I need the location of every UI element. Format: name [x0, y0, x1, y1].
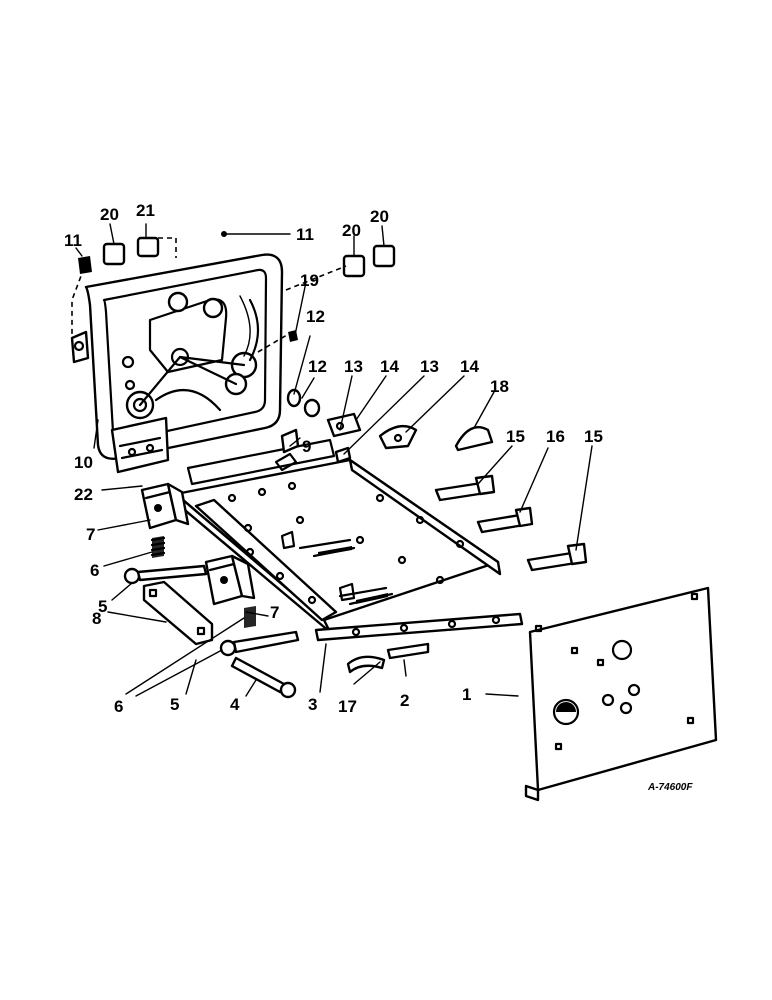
callout-17: 17 [338, 697, 357, 716]
callout-21: 21 [136, 201, 155, 220]
rail-parts [434, 474, 588, 572]
callout-20-left: 20 [100, 205, 119, 224]
callout-16: 16 [546, 427, 565, 446]
clip-part [346, 655, 386, 674]
bolt [230, 656, 297, 699]
callout-3: 3 [308, 695, 317, 714]
rod-upper [123, 564, 208, 585]
housing-frame [70, 253, 284, 474]
callout-22: 22 [74, 485, 93, 504]
callout-labels: 1 2 3 4 5 5 6 6 7 7 8 9 10 11 11 12 12 1… [64, 201, 603, 716]
callout-7-upper: 7 [86, 525, 95, 544]
callout-6-upper: 6 [90, 561, 99, 580]
callout-11-top: 11 [296, 225, 314, 244]
bushings [78, 231, 396, 342]
callout-15-lower: 15 [584, 427, 603, 446]
callout-20-mid: 20 [342, 221, 361, 240]
base-plate [174, 438, 502, 634]
callout-7-lower: 7 [270, 603, 279, 622]
callout-6-lower: 6 [114, 697, 123, 716]
callout-1: 1 [462, 685, 471, 704]
side-panel [524, 586, 718, 802]
leader-lines [75, 223, 593, 697]
callout-2: 2 [400, 691, 409, 710]
spring-upper [150, 536, 166, 558]
callout-19: 19 [300, 271, 319, 290]
callout-13-right: 13 [420, 357, 439, 376]
callout-9: 9 [302, 437, 311, 456]
spring-lower [244, 606, 256, 628]
callout-5-upper: 5 [98, 597, 107, 616]
callout-13-left: 13 [344, 357, 363, 376]
drawing-code: A-74600F [647, 782, 693, 793]
bracket-upper [140, 482, 190, 530]
link-bracket [142, 580, 214, 646]
assembly-lines [71, 237, 347, 353]
strip [314, 612, 524, 660]
callout-11-left: 11 [64, 231, 82, 250]
callout-15-upper: 15 [506, 427, 525, 446]
callout-14-left: 14 [380, 357, 399, 376]
callout-12-upper: 12 [306, 307, 325, 326]
callout-14-right: 14 [460, 357, 479, 376]
callout-5-lower: 5 [170, 695, 179, 714]
callout-8: 8 [92, 609, 101, 628]
small-parts [274, 388, 418, 472]
bracket-lower [204, 554, 256, 606]
callout-10: 10 [74, 453, 93, 472]
callout-4: 4 [230, 695, 240, 714]
callout-18: 18 [490, 377, 509, 396]
callout-12-lower: 12 [308, 357, 327, 376]
cover-part [454, 426, 494, 452]
rod-lower [219, 630, 300, 657]
callout-20-right: 20 [370, 207, 389, 226]
